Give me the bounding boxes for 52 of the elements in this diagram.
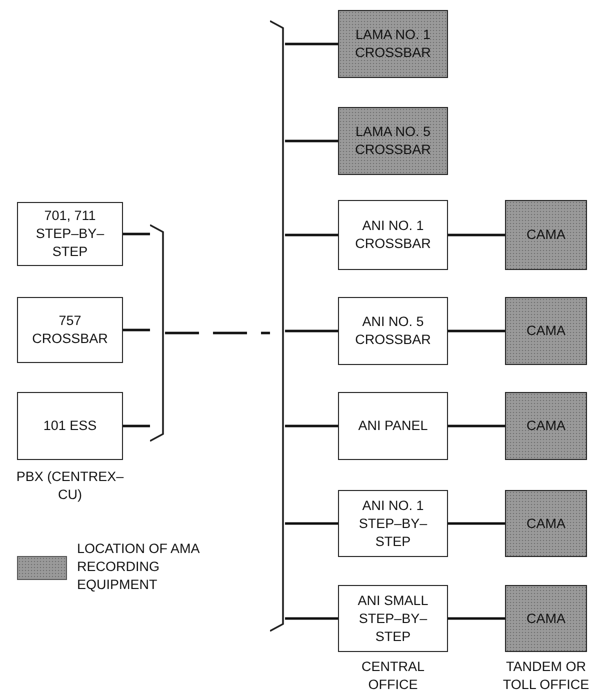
box-label: LAMA NO. 5 CROSSBAR	[354, 123, 432, 159]
connector-line	[448, 617, 505, 620]
box-label: ANI NO. 1 STEP–BY–STEP	[358, 496, 428, 550]
shaded-equipment-box	[338, 10, 448, 78]
connector-line	[165, 332, 270, 334]
connector-line	[285, 42, 338, 46]
connector-line	[448, 234, 505, 236]
shaded-equipment-box	[505, 490, 587, 557]
equipment-box	[17, 202, 123, 266]
equipment-box	[17, 392, 123, 460]
column-caption: CENTRAL OFFICE	[360, 658, 426, 694]
box-label: 701, 711 STEP–BY–STEP	[34, 207, 106, 261]
box-label: 757 CROSSBAR	[31, 312, 109, 348]
box-label: LAMA NO. 1 CROSSBAR	[354, 26, 432, 62]
connector-line	[285, 617, 338, 620]
column-caption: TANDEM OR TOLL OFFICE	[502, 658, 590, 694]
equipment-box	[338, 392, 448, 460]
box-label: 101 ESS	[42, 417, 98, 435]
shaded-equipment-box	[505, 585, 587, 652]
connector-line	[285, 522, 338, 525]
bracket	[150, 224, 165, 442]
box-label: ANI SMALL STEP–BY–STEP	[356, 592, 430, 646]
shaded-equipment-box	[338, 107, 448, 175]
box-label: CAMA	[525, 514, 566, 532]
box-label: CAMA	[525, 417, 566, 435]
connector-line	[123, 232, 150, 236]
equipment-box	[338, 585, 448, 652]
shaded-equipment-box	[505, 392, 587, 460]
connector-line	[123, 424, 150, 428]
connector-line	[285, 424, 338, 428]
box-label: ANI PANEL	[357, 417, 429, 435]
box-label: CAMA	[525, 322, 566, 340]
box-label: CAMA	[525, 226, 566, 244]
box-label: CAMA	[525, 610, 566, 628]
equipment-box	[338, 200, 448, 270]
equipment-box	[338, 490, 448, 557]
box-label: ANI NO. 1 CROSSBAR	[354, 217, 432, 253]
box-label: ANI NO. 5 CROSSBAR	[354, 313, 432, 349]
column-caption: PBX (CENTREX–CU)	[15, 468, 125, 504]
connector-line	[448, 522, 505, 525]
connector-line	[285, 330, 338, 332]
equipment-box	[17, 297, 123, 363]
connector-line	[448, 330, 505, 332]
connector-line	[448, 424, 505, 428]
equipment-box	[338, 297, 448, 365]
shaded-equipment-box	[505, 200, 587, 270]
connector-line	[123, 328, 150, 332]
connector-line	[285, 234, 338, 236]
legend-label: LOCATION OF AMA RECORDING EQUIPMENT	[77, 540, 201, 594]
connector-line	[285, 140, 338, 142]
shaded-equipment-box	[505, 297, 587, 365]
bracket	[270, 20, 285, 632]
